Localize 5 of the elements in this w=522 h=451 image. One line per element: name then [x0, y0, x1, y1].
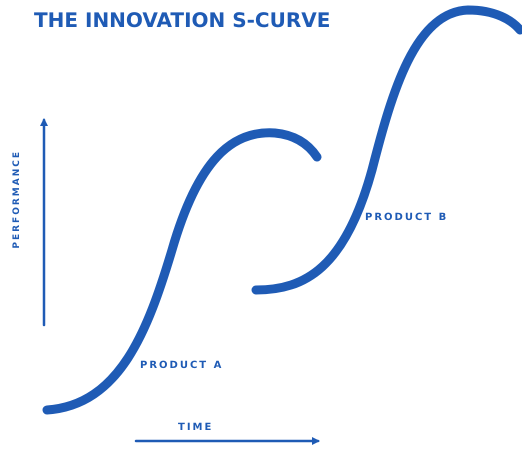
axis-label: PERFORMANCE: [12, 150, 22, 249]
axis-label: TIME: [178, 422, 214, 433]
curve-label: PRODUCT B: [365, 212, 448, 223]
curve-label: PRODUCT A: [140, 360, 224, 371]
chart-title: THE INNOVATION S-CURVE: [34, 8, 330, 32]
